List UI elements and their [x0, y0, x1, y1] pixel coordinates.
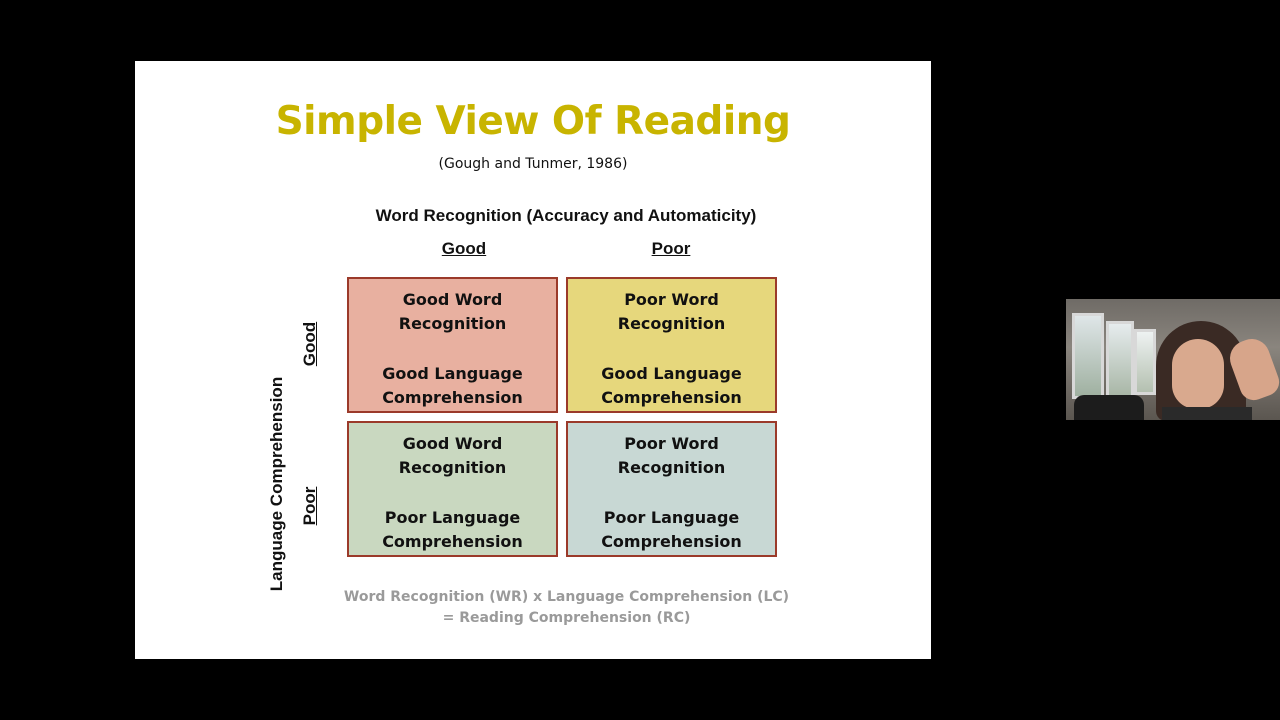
quadrant-text: Comprehension	[382, 532, 523, 551]
quadrant-text: Recognition	[398, 314, 507, 333]
y-axis-title: Language Comprehension	[267, 376, 286, 592]
quadrant-text: Good Language	[382, 364, 523, 383]
presenter-video-icon[interactable]	[1066, 299, 1280, 420]
quadrant-text: Poor Word	[624, 434, 719, 453]
quadrant-text: Recognition	[617, 314, 726, 333]
quadrant-text: Good Word	[402, 434, 503, 453]
quadrant-good-wr-poor-lc: Good Word Recognition Poor Language Comp…	[347, 421, 558, 557]
quadrant-text: Poor Language	[603, 508, 740, 527]
column-header-good: Good	[441, 239, 487, 258]
x-axis-title: Word Recognition (Accuracy and Automatic…	[375, 206, 757, 225]
row-header-good: Good	[300, 321, 319, 367]
quadrant-poor-wr-poor-lc: Poor Word Recognition Poor Language Comp…	[566, 421, 777, 557]
column-header-poor: Poor	[651, 239, 691, 258]
quadrant-text: Recognition	[398, 458, 507, 477]
quadrant-text: Good Word	[402, 290, 503, 309]
quadrant-text: Recognition	[617, 458, 726, 477]
presentation-slide: Simple View Of Reading (Gough and Tunmer…	[135, 61, 931, 659]
quadrant-text: Poor Language	[384, 508, 521, 527]
quadrant-good-wr-good-lc: Good Word Recognition Good Language Comp…	[347, 277, 558, 413]
window-shape	[1134, 329, 1156, 395]
slide-citation: (Gough and Tunmer, 1986)	[438, 156, 628, 172]
quadrant-text: Comprehension	[382, 388, 523, 407]
quadrant-text: Comprehension	[601, 388, 742, 407]
window-shape	[1106, 321, 1134, 399]
quadrant-text: Good Language	[601, 364, 742, 383]
presenter-face-shape	[1172, 339, 1224, 409]
presenter-body-shape	[1162, 407, 1252, 420]
formula: Word Recognition (WR) x Language Compreh…	[135, 587, 998, 629]
quadrant-text: Poor Word	[624, 290, 719, 309]
formula-line-1: Word Recognition (WR) x Language Compreh…	[343, 589, 790, 605]
formula-line-2: = Reading Comprehension (RC)	[442, 610, 691, 626]
row-header-poor: Poor	[300, 486, 319, 526]
quadrant-text: Comprehension	[601, 532, 742, 551]
window-shape	[1072, 313, 1104, 399]
quadrant-poor-wr-good-lc: Poor Word Recognition Good Language Comp…	[566, 277, 777, 413]
slide-title: Simple View Of Reading	[275, 99, 791, 144]
chair-shape	[1074, 395, 1144, 420]
